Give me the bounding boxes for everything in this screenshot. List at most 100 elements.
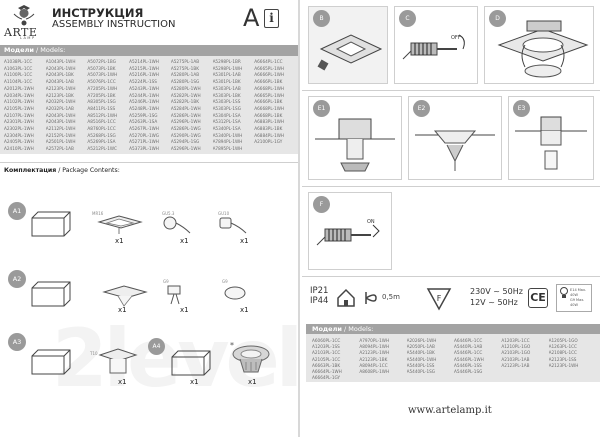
model-code: A2302PL-1WH: [4, 126, 34, 132]
step-c-panel: C OFF: [394, 6, 478, 84]
badge-a1: A1: [8, 202, 26, 220]
step-d-panel: D: [484, 6, 594, 84]
bulb-spec-box: E14 Max. 40W G9 Max. 40W: [556, 284, 592, 312]
model-code: A6665PL-1WH: [254, 65, 285, 71]
model-code: [359, 375, 404, 381]
model-code: A1100PL-1CC: [4, 72, 33, 78]
model-code: A2105PL-1CC: [312, 356, 341, 362]
model-code: A1102PL-1WH: [4, 99, 34, 105]
model-code: A7205PL-1BK: [87, 92, 116, 98]
model-code: A5298PL-1WH: [212, 65, 243, 71]
model-code: A2152PL-1WH: [45, 132, 76, 138]
model-code: A2572PL-1AB: [45, 146, 74, 152]
qty-a3-1: x1: [118, 378, 127, 386]
voltage-230: 230V ~ 50Hz: [470, 287, 523, 296]
model-code: A7894PL-1WH: [212, 139, 243, 145]
model-code: A1043PL-1WH: [45, 59, 76, 64]
model-code: A7895PL-1WH: [212, 146, 243, 152]
model-code: A5284PL-1WH: [170, 105, 201, 111]
model-code: A6664PL-1CC: [254, 59, 283, 64]
ceiling-mount-drawing: [315, 118, 395, 172]
model-code: A5275PL-1BK: [170, 65, 199, 71]
label-g9-2: G9: [222, 279, 228, 284]
model-code: A2100PL-1GY: [254, 139, 283, 145]
title-ru: ИНСТРУКЦИЯ: [52, 6, 144, 20]
model-code: A8760PL-1CC: [87, 126, 116, 132]
models-header-bar: Модели / Models:: [0, 45, 298, 56]
model-code: A2123PL-1AB: [501, 362, 530, 368]
model-code: A6884PL-1WH: [254, 132, 285, 138]
model-code: A8094PL-1CC: [359, 362, 388, 368]
model-code: [501, 375, 546, 381]
model-code: A5216PL-1WH: [129, 72, 159, 78]
logo-subtext: LAMP: [20, 36, 36, 40]
model-code: A2043PL-1WH: [45, 119, 76, 125]
qty-a2-2: x1: [180, 306, 189, 314]
model-code: A5290PL-1WG: [170, 132, 201, 138]
model-code: A2032PL-1AB: [45, 105, 74, 111]
model-code: A5294PL-1SG: [170, 139, 200, 145]
model-code: A1104PL-1CC: [4, 79, 33, 85]
badge-e1: E1: [313, 100, 330, 117]
model-code: A2043PL-1WH: [45, 65, 76, 71]
distance-icon: 0,5m: [364, 288, 422, 308]
qty-a1-2: x1: [180, 237, 189, 245]
badge-a4: A4: [148, 338, 165, 355]
model-code: A6665PL-1WH: [254, 92, 285, 98]
bulb-icon: [560, 287, 568, 298]
model-code: A5076PL-1CC: [87, 79, 116, 85]
models-label-ru-right: Модели: [312, 325, 342, 333]
model-code: A2050PL-1AB: [406, 344, 435, 350]
badge-d: D: [489, 10, 506, 27]
qty-a4-1: x1: [190, 378, 199, 386]
step-e1-panel: E1: [308, 96, 402, 180]
arte-lamp-logo: [13, 5, 35, 26]
title-en: ASSEMBLY INSTRUCTION: [52, 19, 176, 30]
bulb-spec-line-2: G9 Max. 40W: [570, 298, 585, 307]
model-code: A1263PL-1CC: [548, 344, 577, 350]
badge-e2: E2: [413, 100, 430, 117]
badge-b: B: [313, 10, 330, 27]
package-contents-title: Комплектация / Package Contents:: [4, 167, 120, 174]
model-code: A2301PL-1WH: [4, 119, 34, 125]
model-code: A5259PL-1SG: [129, 112, 158, 118]
model-code: A6663PL-1BK: [312, 362, 341, 368]
qty-a1-3: x1: [240, 237, 249, 245]
model-code: [549, 375, 594, 381]
glass-ring-drawing: [102, 285, 148, 307]
svg-text:F: F: [437, 294, 442, 303]
model-code: [407, 375, 452, 381]
badge-f: F: [313, 196, 330, 213]
model-code: A5282PL-1WH: [170, 92, 201, 98]
model-code: A2410PL-1WH: [4, 146, 34, 152]
model-code: A1063PL-1CC: [4, 65, 33, 71]
logo-text: ARTE: [4, 26, 38, 39]
socket-drawing: [224, 286, 246, 300]
model-code: A5303PL-1BK: [212, 92, 241, 98]
model-code: A5440PL-1SG: [406, 369, 436, 375]
model-code: A5280PL-1WH: [170, 85, 201, 91]
read-instructions-icon: i: [264, 9, 279, 28]
model-code: A5340PL-1WH: [212, 132, 243, 138]
model-code: A2123PL-1WH: [45, 85, 76, 91]
model-code: A2123PL-1SS: [548, 356, 577, 362]
ceiling-cutout-drawing: [317, 34, 383, 71]
model-code: A5268PL-1SG: [87, 132, 116, 138]
model-code: A6060PL-1CC: [312, 338, 341, 343]
models-label-en: / Models:: [33, 46, 66, 54]
model-code: A5298PL-1BR: [212, 59, 241, 64]
page-divider: [298, 0, 300, 437]
model-code: A1205PL-1GO: [548, 338, 578, 343]
model-code: A2043PL-1WH: [45, 112, 76, 118]
model-code: A5301PL-1BK: [212, 79, 241, 85]
bulb-spec-text: E14 Max. 40W G9 Max. 40W: [570, 288, 591, 308]
step-e3-panel: E3: [508, 96, 594, 180]
on-label: ON: [367, 219, 375, 225]
model-code: A8512PL-1WH: [87, 112, 118, 118]
recessed-body-drawing: [98, 348, 138, 374]
badge-a3: A3: [8, 333, 26, 351]
ip21-label: IP21: [310, 286, 329, 296]
model-code: A2501PL-1WH: [45, 139, 76, 145]
